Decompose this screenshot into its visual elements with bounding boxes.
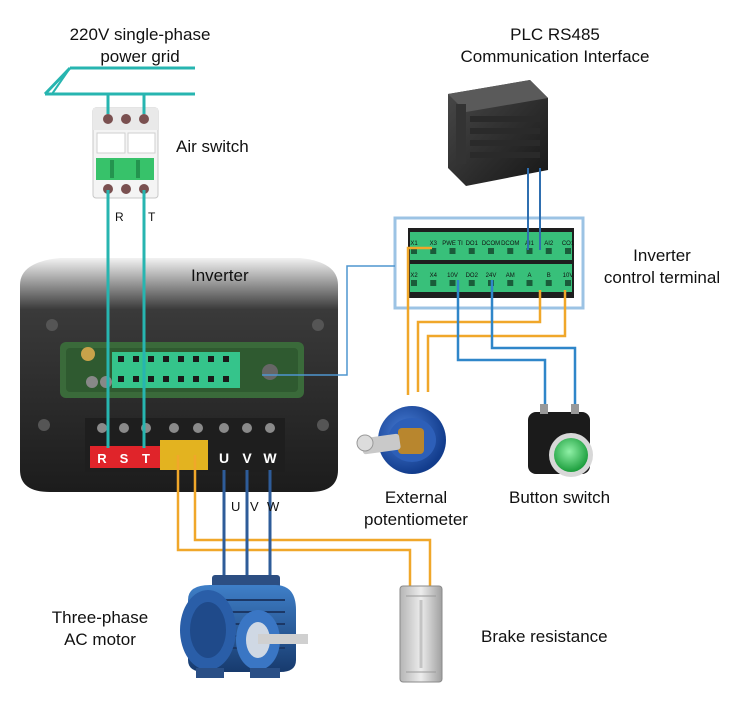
motor-icon — [180, 575, 308, 678]
control-terminal-label-line2: control terminal — [603, 268, 721, 287]
control-terminal-screw — [507, 280, 514, 286]
control-terminal-bottom-3: DO2 — [466, 273, 479, 279]
control-terminal-screw — [565, 280, 571, 286]
inverter-terminal-t: T — [142, 451, 150, 466]
control-terminal-top-2: PWE TI — [442, 241, 463, 247]
plc-label: PLC RS485 Communication Interface — [430, 24, 680, 68]
motor-label-line2: AC motor — [64, 630, 136, 649]
inverter-terminal-v: V — [242, 450, 252, 466]
control-terminal-bottom-8: 10V — [563, 273, 574, 279]
grid-label: 220V single-phase power grid — [40, 24, 240, 68]
control-terminal-screw — [430, 248, 437, 254]
potentiometer-icon — [356, 406, 446, 474]
control-terminal-screw — [411, 248, 417, 254]
inverter-body — [20, 258, 338, 492]
control-terminal-screw — [411, 280, 417, 286]
control-bottom-row: X2 X4 10V DO2 24V AM A B 10V — [410, 273, 573, 286]
plc-label-line1: PLC RS485 — [510, 25, 600, 44]
control-terminal-top-6: AI1 — [525, 241, 535, 247]
control-terminal-block — [393, 216, 585, 310]
control-terminal-bottom-0: X2 — [410, 273, 418, 279]
control-terminal-bottom-4: 24V — [486, 273, 497, 279]
control-terminal-top-0: X1 — [410, 241, 418, 247]
control-terminal-screw — [449, 280, 456, 286]
control-terminal-top-1: X3 — [430, 241, 438, 247]
control-terminal-screw — [430, 280, 437, 286]
breaker-r-label: R — [115, 210, 124, 224]
control-terminal-screw — [565, 248, 571, 254]
power-wires — [106, 94, 146, 448]
brake-resistor-icon — [399, 585, 443, 683]
inverter-label: Inverter — [191, 266, 249, 285]
brake-wires — [176, 455, 432, 590]
control-terminal-top-7: AI2 — [544, 241, 554, 247]
potentiometer-wires — [406, 246, 567, 395]
control-terminal-top-4: DCOM — [482, 241, 500, 247]
control-terminal-label: Inverter control terminal — [582, 245, 742, 289]
air-switch-icon — [92, 107, 159, 199]
plc-label-line2: Communication Interface — [460, 47, 650, 66]
control-terminal-top-3: DO1 — [466, 241, 479, 247]
air-switch-label: Air switch — [176, 137, 249, 156]
control-terminal-bottom-1: X4 — [430, 273, 438, 279]
button-wires — [456, 280, 577, 410]
button-switch-label: Button switch — [509, 488, 611, 507]
control-terminal-screw — [507, 248, 514, 254]
motor-w-label: W — [267, 499, 280, 514]
control-terminal-screw — [545, 280, 552, 286]
power-grid — [43, 66, 195, 96]
potentiometer-label-line2: potentiometer — [364, 510, 468, 529]
control-terminal-screw — [526, 248, 533, 254]
inverter-terminal-s: S — [120, 451, 129, 466]
board-link-wire — [262, 265, 395, 376]
inverter-terminal-w: W — [263, 450, 277, 466]
control-terminal-screw — [545, 248, 552, 254]
grid-label-line1: 220V single-phase — [69, 25, 211, 44]
control-terminal-top-5: DCOM — [501, 241, 519, 247]
rs485-wires — [527, 168, 541, 250]
motor-wires — [222, 470, 272, 580]
brake-label: Brake resistance — [481, 627, 608, 646]
control-terminal-top-8: CO1 — [562, 241, 575, 247]
motor-u-label: U — [231, 499, 241, 514]
inverter-terminal-r: R — [97, 451, 107, 466]
motor-label: Three-phase AC motor — [35, 607, 165, 651]
breaker-t-label: T — [148, 210, 156, 224]
control-terminal-screw — [468, 248, 475, 254]
inverter-terminal-u: U — [219, 450, 229, 466]
motor-v-label: V — [250, 499, 259, 514]
grid-label-line2: power grid — [100, 47, 180, 66]
control-terminal-screw — [468, 280, 475, 286]
control-terminal-bottom-2: 10V — [447, 273, 458, 279]
control-terminal-label-line1: Inverter — [633, 246, 691, 265]
control-terminal-screw — [449, 248, 456, 254]
motor-label-line1: Three-phase — [51, 608, 149, 627]
potentiometer-label-line1: External — [384, 488, 448, 507]
control-terminal-bottom-6: A — [527, 273, 531, 279]
control-terminal-screw — [488, 248, 494, 254]
plc-module-icon — [448, 80, 548, 186]
control-terminal-bottom-7: B — [547, 273, 551, 279]
push-button-icon — [528, 404, 593, 477]
potentiometer-label: External potentiometer — [346, 487, 486, 531]
control-terminal-screw — [526, 280, 533, 286]
control-terminal-bottom-5: AM — [506, 273, 515, 279]
